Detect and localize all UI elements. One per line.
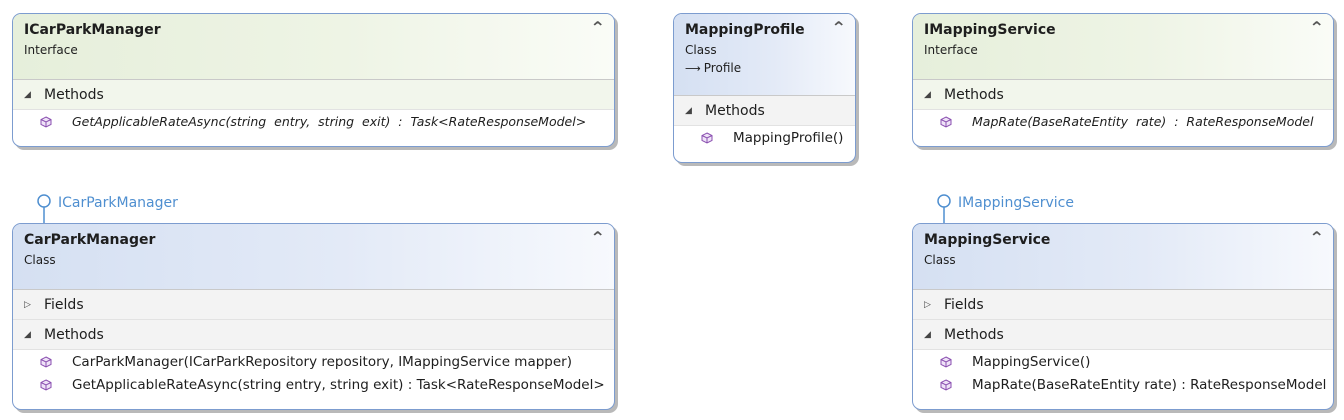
purple-cube-icon xyxy=(940,378,952,391)
methods-section-header[interactable]: ◢ Methods xyxy=(13,320,614,350)
lollipop-icon xyxy=(37,194,51,224)
shape-stereotype: Interface xyxy=(24,43,78,57)
shape-imappingservice[interactable]: IMappingService Interface ⌃ ◢ Methods Ma… xyxy=(912,13,1334,147)
shape-header: MappingService Class ⌃ xyxy=(913,224,1333,290)
method-signature: MappingService() xyxy=(972,353,1091,370)
fields-section-header[interactable]: ▷ Fields xyxy=(13,290,614,320)
method-item[interactable]: GetApplicableRateAsync(string entry, str… xyxy=(13,110,614,133)
method-signature: GetApplicableRateAsync(string entry, str… xyxy=(72,114,587,129)
shape-stereotype: Class xyxy=(24,253,56,267)
triangle-right-icon: ▷ xyxy=(924,299,931,310)
methods-section-header[interactable]: ◢ Methods xyxy=(913,320,1333,350)
section-label: Fields xyxy=(944,296,984,313)
shape-title: ICarParkManager xyxy=(24,22,161,38)
method-signature: MapRate(BaseRateEntity rate) : RateRespo… xyxy=(972,114,1314,129)
inheritance-arrow-icon: ⟶ xyxy=(685,62,701,75)
shape-header: ICarParkManager Interface ⌃ xyxy=(13,14,614,80)
double-chevron-up-icon[interactable]: ⌃ xyxy=(589,228,606,247)
shape-header: IMappingService Interface ⌃ xyxy=(913,14,1333,80)
double-chevron-up-icon[interactable]: ⌃ xyxy=(1308,228,1325,247)
base-class-name: Profile xyxy=(703,61,742,75)
section-label: Methods xyxy=(944,326,1004,343)
shape-title: IMappingService xyxy=(924,22,1056,38)
method-item[interactable]: MappingService() xyxy=(913,350,1333,373)
triangle-down-icon: ◢ xyxy=(924,89,931,100)
purple-cube-icon xyxy=(940,115,952,128)
shape-header: MappingProfile Class ⟶Profile ⌃ xyxy=(674,14,855,96)
shape-icarparkmanager[interactable]: ICarParkManager Interface ⌃ ◢ Methods Ge… xyxy=(12,13,615,147)
method-item[interactable]: MappingProfile() xyxy=(674,126,855,149)
purple-cube-icon xyxy=(40,115,52,128)
triangle-down-icon: ◢ xyxy=(924,329,931,340)
shape-stereotype: Class xyxy=(924,253,956,267)
method-signature: CarParkManager(ICarParkRepository reposi… xyxy=(72,353,572,370)
shape-stereotype: Class xyxy=(685,43,717,57)
double-chevron-up-icon[interactable]: ⌃ xyxy=(589,18,606,37)
triangle-down-icon: ◢ xyxy=(24,329,31,340)
section-label: Methods xyxy=(944,86,1004,103)
lollipop-icon xyxy=(937,194,951,224)
methods-section-header[interactable]: ◢ Methods xyxy=(913,80,1333,110)
shape-mappingprofile[interactable]: MappingProfile Class ⟶Profile ⌃ ◢ Method… xyxy=(673,13,856,163)
lollipop-label: IMappingService xyxy=(958,195,1074,211)
methods-section-header[interactable]: ◢ Methods xyxy=(13,80,614,110)
purple-cube-icon xyxy=(40,378,52,391)
section-label: Fields xyxy=(44,296,84,313)
double-chevron-up-icon[interactable]: ⌃ xyxy=(830,18,847,37)
shape-carparkmanager[interactable]: CarParkManager Class ⌃ ▷ Fields ◢ Method… xyxy=(12,223,615,410)
purple-cube-icon xyxy=(701,131,713,144)
method-signature: GetApplicableRateAsync(string entry, str… xyxy=(72,376,605,393)
triangle-down-icon: ◢ xyxy=(685,105,692,116)
method-signature: MapRate(BaseRateEntity rate) : RateRespo… xyxy=(972,376,1327,393)
shape-title: CarParkManager xyxy=(24,232,156,248)
shape-title: MappingProfile xyxy=(685,22,805,38)
section-label: Methods xyxy=(705,102,765,119)
shape-mappingservice[interactable]: MappingService Class ⌃ ▷ Fields ◢ Method… xyxy=(912,223,1334,410)
lollipop-interface-icarparkmanager[interactable]: ICarParkManager xyxy=(36,194,178,224)
method-item[interactable]: CarParkManager(ICarParkRepository reposi… xyxy=(13,350,614,373)
methods-section-header[interactable]: ◢ Methods xyxy=(674,96,855,126)
method-item[interactable]: MapRate(BaseRateEntity rate) : RateRespo… xyxy=(913,373,1333,396)
shape-stereotype: Interface xyxy=(924,43,978,57)
method-item[interactable]: GetApplicableRateAsync(string entry, str… xyxy=(13,373,614,396)
fields-section-header[interactable]: ▷ Fields xyxy=(913,290,1333,320)
purple-cube-icon xyxy=(940,355,952,368)
lollipop-interface-imappingservice[interactable]: IMappingService xyxy=(936,194,1074,224)
lollipop-label: ICarParkManager xyxy=(58,195,178,211)
shape-title: MappingService xyxy=(924,232,1051,248)
triangle-down-icon: ◢ xyxy=(24,89,31,100)
double-chevron-up-icon[interactable]: ⌃ xyxy=(1308,18,1325,37)
shape-header: CarParkManager Class ⌃ xyxy=(13,224,614,290)
triangle-right-icon: ▷ xyxy=(24,299,31,310)
method-signature: MappingProfile() xyxy=(733,129,844,146)
method-item[interactable]: MapRate(BaseRateEntity rate) : RateRespo… xyxy=(913,110,1333,133)
base-class: ⟶Profile xyxy=(685,59,855,78)
section-label: Methods xyxy=(44,86,104,103)
purple-cube-icon xyxy=(40,355,52,368)
section-label: Methods xyxy=(44,326,104,343)
